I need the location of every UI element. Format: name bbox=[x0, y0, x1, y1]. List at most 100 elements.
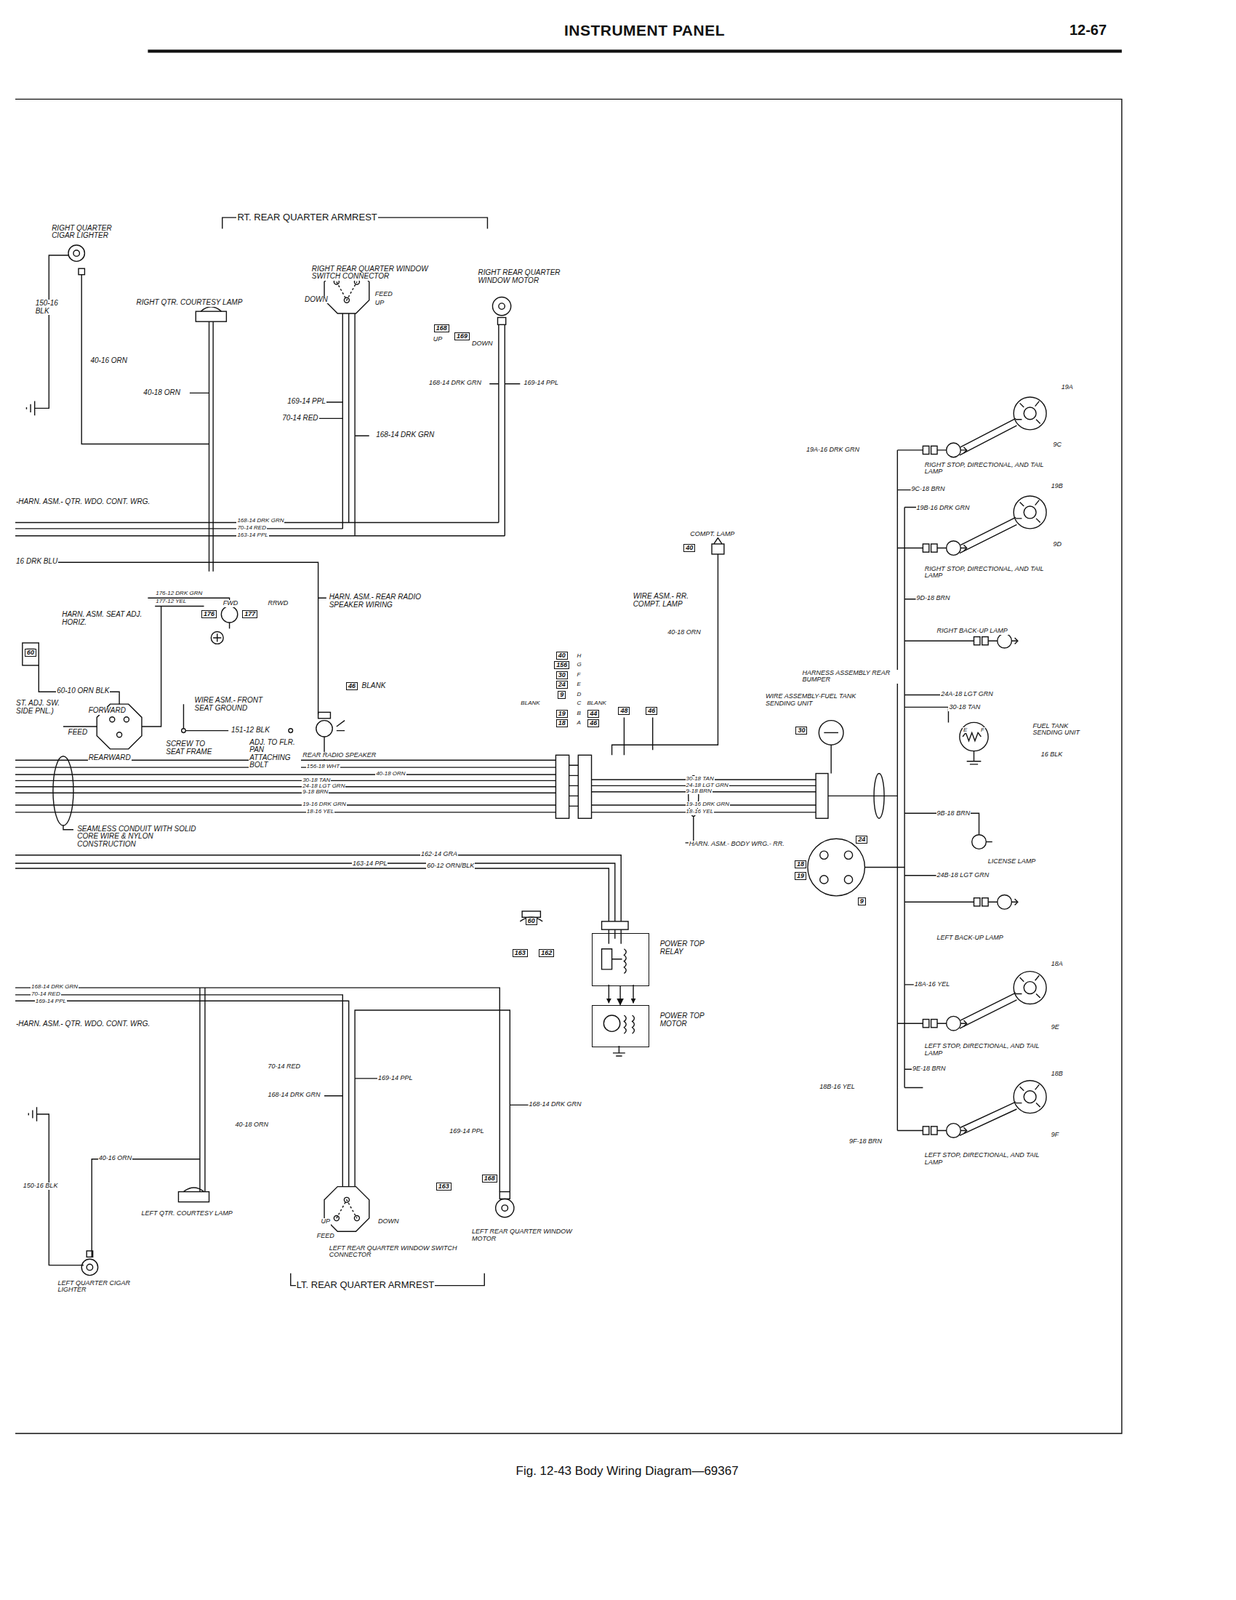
callout-box: 162 bbox=[538, 948, 555, 957]
wire-label: 19A-16 DRK GRN bbox=[805, 446, 861, 453]
wire-label: 18A bbox=[1050, 960, 1064, 967]
wire-label: 9C-18 BRN bbox=[911, 485, 946, 493]
wire-path bbox=[608, 929, 621, 944]
right-armrest-wiring bbox=[15, 245, 520, 714]
wire-label: LEFT STOP, DIRECTIONAL, AND TAIL LAMP bbox=[924, 1042, 1058, 1057]
wire-label: 18-16 YEL bbox=[685, 808, 715, 815]
callout-box: 40 bbox=[556, 651, 568, 660]
compartment-lamp bbox=[612, 538, 725, 756]
wire-path bbox=[15, 987, 500, 1192]
wire-path bbox=[336, 281, 357, 300]
component-text: 168 bbox=[436, 324, 448, 332]
wire-path bbox=[109, 716, 115, 722]
wire-path bbox=[820, 875, 829, 884]
wire-label: 12-67 bbox=[1068, 22, 1108, 38]
wire-label: 168-14 DRK GRN bbox=[375, 431, 435, 440]
wire-label: RIGHT STOP, DIRECTIONAL, AND TAIL LAMP bbox=[924, 565, 1058, 580]
wire-path bbox=[623, 1014, 634, 1034]
wire-label: 150-16 BLK bbox=[22, 1182, 59, 1189]
wire-label: 24-18 LGT GRN bbox=[301, 783, 346, 789]
wire-label: HARN. ASM. SEAT ADJ. HORIZ. bbox=[61, 610, 144, 626]
wire-label: 163-14 PPL bbox=[351, 860, 389, 867]
wire-path bbox=[904, 639, 974, 641]
wire-label: DOWN bbox=[377, 1217, 400, 1225]
wire-label: 70-14 RED bbox=[236, 524, 267, 531]
wire-label: LEFT QUARTER CIGAR LIGHTER bbox=[57, 1279, 133, 1294]
wire-label: 9D-18 BRN bbox=[916, 594, 951, 602]
wire-path bbox=[623, 716, 653, 755]
callout-box: 46 bbox=[645, 706, 658, 715]
component-text: POWER TOP MOTOR bbox=[660, 1011, 720, 1028]
wire-path bbox=[26, 255, 69, 416]
wire-label: RIGHT QUARTER CIGAR LIGHTER bbox=[50, 224, 126, 240]
wire-label: FEED bbox=[316, 1232, 336, 1239]
wire-path bbox=[499, 1191, 510, 1199]
wire-label: FEED bbox=[67, 728, 89, 737]
wire-path bbox=[897, 450, 905, 1131]
component-text: 24 bbox=[558, 681, 566, 688]
callout-box: 60 bbox=[24, 648, 37, 657]
wire-label: 168-14 DRK GRN bbox=[266, 1091, 321, 1098]
callout-box: 168 bbox=[482, 1174, 498, 1183]
component-text: 18 bbox=[796, 860, 805, 868]
wire-label: C bbox=[575, 700, 582, 706]
wire-label: HARN. ASM.- REAR RADIO SPEAKER WIRING bbox=[328, 593, 443, 609]
wire-path bbox=[117, 732, 123, 738]
page-title: INSTRUMENT PANEL bbox=[563, 22, 726, 39]
wire-label: 9-18 BRN bbox=[685, 788, 713, 794]
callout-box: 176 bbox=[201, 610, 217, 618]
wire-label: F bbox=[980, 727, 986, 733]
wire-label: 18B-16 YEL bbox=[818, 1083, 856, 1090]
callout-box: 46 bbox=[587, 719, 600, 728]
wire-path bbox=[336, 720, 345, 731]
component-text: 162 bbox=[540, 949, 552, 957]
wire-path bbox=[820, 850, 829, 859]
wire-path bbox=[492, 296, 511, 315]
wire-path bbox=[73, 250, 80, 256]
wire-label: 40-18 ORN bbox=[234, 1121, 270, 1128]
wire-label: 177-12 YEL bbox=[154, 598, 187, 605]
callout-box: 156 bbox=[554, 660, 570, 669]
component-text: 60 bbox=[527, 917, 536, 925]
wire-label: RT. REAR QUARTER ARMREST bbox=[236, 212, 378, 223]
wire-path bbox=[555, 754, 569, 818]
wire-path bbox=[15, 562, 319, 714]
wire-path bbox=[959, 516, 1018, 553]
wire-path bbox=[141, 605, 162, 727]
wire-path bbox=[972, 834, 987, 850]
wire-label: RIGHT QTR. COURTESY LAMP bbox=[135, 298, 244, 307]
callout-box: 30 bbox=[795, 726, 808, 735]
wire-label: REAR RADIO SPEAKER bbox=[301, 751, 377, 759]
wire-label: A bbox=[575, 719, 581, 726]
wire-path bbox=[86, 1250, 93, 1257]
wire-label: 156-18 WHT bbox=[306, 763, 341, 770]
component-text: POWER TOP RELAY bbox=[660, 939, 720, 956]
callout-box: 30 bbox=[556, 671, 568, 680]
wire-label: 168-14 DRK GRN bbox=[30, 983, 79, 990]
rear-lamps bbox=[897, 396, 1047, 1142]
wire-path bbox=[974, 633, 1018, 648]
wire-label: 9C bbox=[1052, 441, 1063, 448]
seat-wiring bbox=[22, 597, 345, 760]
wire-path bbox=[818, 720, 844, 746]
wire-label: RIGHT REAR QUARTER WINDOW MOTOR bbox=[476, 269, 581, 285]
wire-label: LEFT QTR. COURTESY LAMP bbox=[141, 1209, 234, 1217]
wire-path bbox=[844, 875, 853, 884]
wire-path bbox=[81, 1258, 98, 1275]
wire-label: LICENSE LAMP bbox=[987, 857, 1037, 865]
wire-label: H bbox=[575, 652, 582, 659]
wire-label: 40-18 ORN bbox=[142, 388, 182, 397]
wire-label: 169-14 PPL bbox=[523, 379, 560, 387]
wire-label: 9E-18 BRN bbox=[911, 1065, 947, 1072]
wire-path bbox=[342, 313, 355, 536]
wire-label: 9D bbox=[1052, 540, 1063, 548]
wire-path bbox=[68, 245, 85, 262]
wire-label: 30-18 TAN bbox=[301, 777, 331, 784]
wire-path bbox=[830, 744, 832, 773]
wire-label: 40-18 ORN bbox=[666, 628, 702, 636]
wire-label: LEFT REAR QUARTER WINDOW SWITCH CONNECTO… bbox=[328, 1244, 463, 1259]
wire-label: FEED bbox=[374, 290, 394, 298]
wire-path bbox=[318, 711, 331, 718]
wire-label: 40-16 ORN bbox=[98, 1154, 134, 1162]
